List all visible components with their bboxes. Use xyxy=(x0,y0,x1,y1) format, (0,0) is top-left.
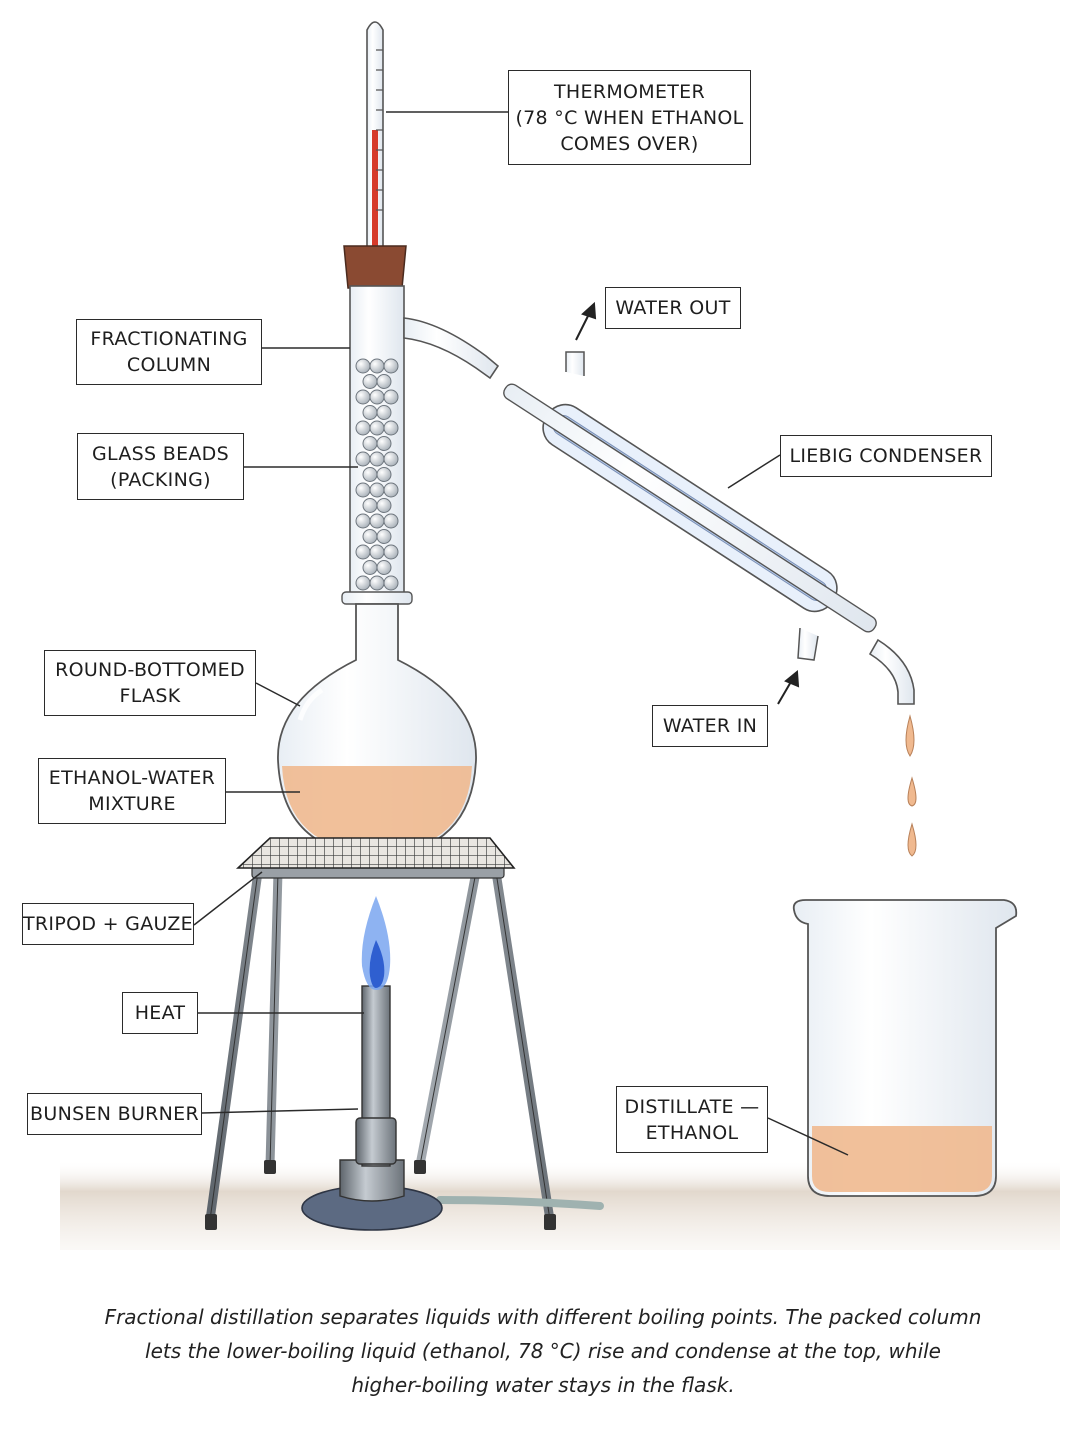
glass-bead xyxy=(355,358,371,374)
glass-bead xyxy=(376,467,392,482)
glass-bead xyxy=(355,420,371,436)
caption-line3: higher-boiling water stays in the flask. xyxy=(351,1373,735,1397)
liebig-condenser xyxy=(503,383,877,633)
label-thermometer-line3: COMES OVER) xyxy=(560,132,699,155)
glass-bead xyxy=(369,513,385,529)
water-in-nozzle xyxy=(797,627,819,661)
glass-bead xyxy=(355,482,371,498)
distillate-drops xyxy=(905,714,917,857)
glass-bead xyxy=(362,498,378,513)
mercury-column xyxy=(372,130,378,262)
glass-bead xyxy=(362,374,378,389)
label-flask-line2: FLASK xyxy=(119,685,181,707)
beaker xyxy=(792,899,1018,1197)
label-glass-beads-line2: (PACKING) xyxy=(110,468,211,491)
glass-bead xyxy=(369,544,385,560)
tripod-stand xyxy=(205,865,556,1230)
label-fractionating-column: FRACTIONATING COLUMN xyxy=(76,319,262,385)
diagram-caption: Fractional distillation separates liquid… xyxy=(60,1300,1026,1402)
label-mixture-line2: MIXTURE xyxy=(88,793,176,815)
label-distillate-line1: DISTILLATE — xyxy=(624,1095,760,1118)
glass-bead xyxy=(362,560,378,575)
glass-bead xyxy=(355,575,371,591)
cork-stopper xyxy=(343,245,407,289)
ethanol-distillate-liquid xyxy=(812,1126,992,1192)
gas-hose xyxy=(436,1196,604,1210)
label-fractionating-column-line2: COLUMN xyxy=(126,354,212,376)
glass-bead xyxy=(376,436,392,451)
glass-bead xyxy=(383,575,399,591)
glass-bead xyxy=(376,498,392,513)
glass-bead xyxy=(383,358,399,374)
label-liebig-condenser: LIEBIG CONDENSER xyxy=(780,435,992,477)
glass-bead xyxy=(376,560,392,575)
glass-bead xyxy=(369,420,385,436)
label-heat-text: HEAT xyxy=(134,1002,186,1024)
glass-bead xyxy=(383,451,399,467)
thermometer xyxy=(366,21,384,275)
label-bunsen-burner-text: BUNSEN BURNER xyxy=(30,1103,199,1125)
bunsen-burner xyxy=(301,896,604,1231)
glass-bead xyxy=(355,513,371,529)
glass-beads-packing xyxy=(355,358,399,591)
label-thermometer-line2: (78 °C WHEN ETHANOL xyxy=(515,106,744,129)
label-tripod-gauze-text: TRIPOD + GAUZE xyxy=(23,913,193,935)
glass-bead xyxy=(369,482,385,498)
caption-line1: Fractional distillation separates liquid… xyxy=(104,1305,982,1329)
label-round-bottomed-flask: ROUND-BOTTOMED FLASK xyxy=(44,650,256,716)
label-flask-line1: ROUND-BOTTOMED xyxy=(55,659,245,681)
label-heat: HEAT xyxy=(122,992,198,1034)
leader-lines xyxy=(193,111,849,1156)
condenser-outlet-bend xyxy=(868,638,915,705)
side-arm xyxy=(403,317,500,380)
glass-bead xyxy=(383,513,399,529)
glass-bead xyxy=(362,467,378,482)
label-tripod-gauze: TRIPOD + GAUZE xyxy=(22,903,194,945)
label-distillate: DISTILLATE — ETHANOL xyxy=(616,1086,768,1153)
label-distillate-line2: ETHANOL xyxy=(645,1121,739,1144)
label-water-out-text: WATER OUT xyxy=(615,297,731,319)
glass-bead xyxy=(362,529,378,544)
glass-bead xyxy=(369,575,385,591)
glass-bead xyxy=(383,420,399,436)
glass-bead xyxy=(376,405,392,420)
glass-bead xyxy=(355,544,371,560)
label-glass-beads-line1: GLASS BEADS xyxy=(92,442,229,465)
label-bunsen-burner: BUNSEN BURNER xyxy=(27,1093,202,1135)
glass-bead xyxy=(369,358,385,374)
water-flow-arrows xyxy=(575,301,800,705)
caption-line2: lets the lower-boiling liquid (ethanol, … xyxy=(145,1339,941,1363)
glass-bead xyxy=(376,529,392,544)
label-water-out: WATER OUT xyxy=(605,287,741,329)
glass-bead xyxy=(369,451,385,467)
wire-gauze xyxy=(235,837,516,869)
glass-bead xyxy=(383,482,399,498)
label-liebig-condenser-text: LIEBIG CONDENSER xyxy=(789,445,983,467)
label-glass-beads: GLASS BEADS (PACKING) xyxy=(77,433,244,500)
label-thermometer: THERMOMETER (78 °C WHEN ETHANOL COMES OV… xyxy=(508,70,751,165)
glass-bead xyxy=(383,389,399,405)
glass-bead xyxy=(369,389,385,405)
label-fractionating-column-line1: FRACTIONATING xyxy=(90,328,248,350)
glass-bead xyxy=(376,374,392,389)
water-out-nozzle xyxy=(565,351,585,376)
ethanol-water-liquid xyxy=(282,766,472,853)
glass-bead xyxy=(355,451,371,467)
label-thermometer-line1: THERMOMETER xyxy=(554,80,705,103)
glass-bead xyxy=(362,405,378,420)
label-water-in-text: WATER IN xyxy=(662,715,758,737)
glass-bead xyxy=(362,436,378,451)
label-water-in: WATER IN xyxy=(652,705,768,747)
flame-inner xyxy=(369,940,385,988)
round-bottomed-flask xyxy=(277,603,477,857)
label-mixture-line1: ETHANOL-WATER xyxy=(48,767,216,789)
glass-bead xyxy=(355,389,371,405)
label-ethanol-water-mixture: ETHANOL-WATER MIXTURE xyxy=(38,758,226,824)
glass-bead xyxy=(383,544,399,560)
